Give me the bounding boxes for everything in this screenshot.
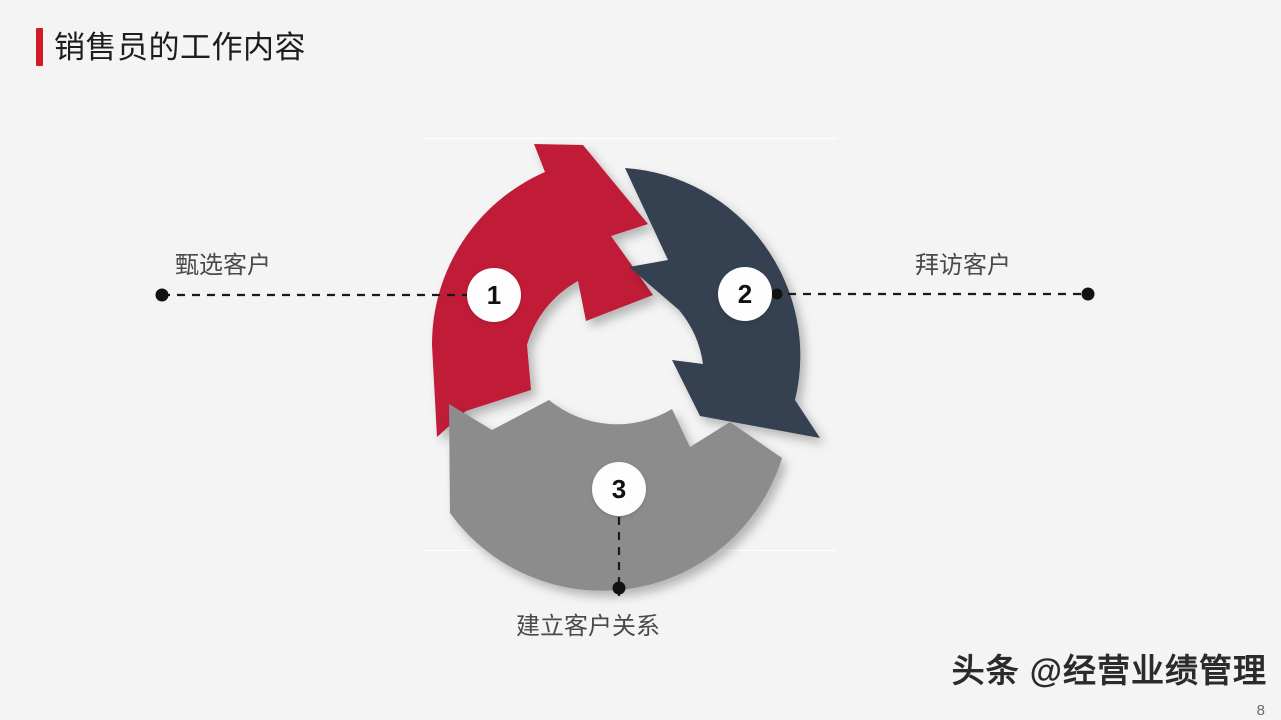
step-label-2: 拜访客户 [915, 252, 1011, 279]
connector-dot-right-inner [771, 288, 783, 300]
title-accent-bar [36, 28, 43, 66]
page-title: 销售员的工作内容 [36, 28, 306, 66]
watermark-text: 头条 @经营业绩管理 [951, 652, 1267, 689]
page-number: 8 [1256, 702, 1265, 719]
step-badge-1[interactable]: 1 [467, 268, 521, 322]
connector-dot-left [155, 288, 169, 302]
step-label-3: 建立客户关系 [516, 613, 660, 640]
step-badge-3[interactable]: 3 [592, 462, 646, 516]
cycle-arrow-step-1[interactable] [431, 144, 653, 437]
step-badge-3-number: 3 [611, 473, 627, 504]
step-label-1: 甄选客户 [175, 252, 271, 279]
title-label: 销售员的工作内容 [54, 29, 306, 65]
connector-dot-right [1081, 287, 1095, 301]
connector-dot-bottom [612, 581, 626, 595]
step-badge-2[interactable]: 2 [718, 267, 772, 321]
guide-rule-top [423, 138, 837, 139]
step-badge-1-number: 1 [486, 279, 502, 310]
step-badge-2-number: 2 [737, 278, 753, 309]
